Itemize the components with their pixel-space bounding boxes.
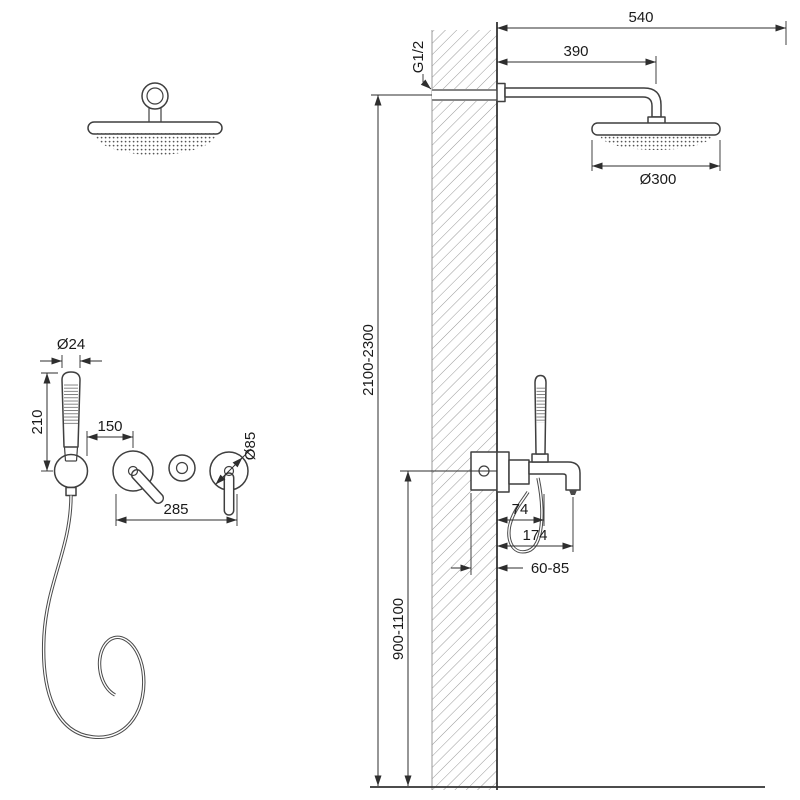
mixer-body-side: [508, 459, 530, 485]
shower-head-front: [87, 82, 223, 155]
shower-arm-side: [496, 82, 666, 125]
dim-valve-depth: 60-85: [451, 493, 569, 577]
head-diameter-label: Ø300: [640, 171, 677, 188]
dim-285: 285: [115, 494, 238, 526]
mixer-escutcheon-side: [496, 451, 510, 493]
install-height-label: 2100-2300: [360, 324, 377, 396]
valve-lever-left: [131, 469, 164, 504]
dim-540: 540: [497, 9, 787, 45]
hand-shower-side: [534, 374, 547, 455]
handshower-grip-front: [64, 384, 78, 426]
wall-section: [431, 22, 498, 790]
dim-head-diameter: Ø300: [591, 140, 721, 188]
hose-front: [41, 495, 146, 739]
diverter-knob: [175, 461, 189, 475]
head-spray-face-front: [94, 133, 216, 155]
diverter-escutcheon: [168, 454, 196, 482]
hose-front-outer: [41, 495, 146, 739]
dim-390-label: 390: [563, 43, 588, 60]
dim-85-line: [215, 457, 243, 485]
valve-left-hub: [127, 465, 139, 477]
dim-install-height: 2100-2300: [360, 94, 432, 786]
dim-150-label: 150: [97, 418, 122, 435]
handshower-diameter-label: Ø24: [57, 336, 85, 353]
handshower-length-label: 210: [29, 409, 46, 434]
hose-nut-front: [65, 486, 77, 497]
wand-in-holder-right: [75, 446, 79, 462]
dim-handshower-length: 210: [29, 372, 58, 472]
dim-174: 174: [497, 497, 574, 552]
dim-150: 150: [86, 418, 134, 456]
handshower-holder-ring: [53, 453, 89, 489]
wand-in-holder-left: [63, 446, 67, 462]
spout-side: [528, 461, 581, 491]
dim-85-ext: [242, 448, 252, 458]
handshower-socket-side: [531, 453, 549, 463]
arm-flange-front: [141, 82, 169, 110]
dim-74: 74: [497, 494, 545, 526]
thread-leader: [420, 74, 432, 90]
dim-handshower-diameter: Ø24: [40, 336, 102, 368]
hose-front-inner: [42, 495, 145, 738]
wall-hatch: [432, 30, 497, 790]
arm-flange-front-inner: [146, 87, 164, 105]
shower-head-side: [591, 122, 721, 150]
escutcheon-diameter-label: Ø85: [242, 432, 259, 460]
dim-escutcheon-diameter: Ø85: [215, 432, 259, 485]
spout-aerator: [569, 490, 577, 495]
mixer-height-label: 900-1100: [390, 598, 407, 660]
arm-wall-flange: [496, 82, 506, 103]
supply-pipe-body: [432, 89, 497, 101]
dim-285-label: 285: [163, 501, 188, 518]
dim-mixer-height: 900-1100: [390, 470, 497, 786]
arm-tube: [504, 87, 662, 118]
valve-lever-right: [223, 472, 235, 516]
head-spray-face-side: [600, 135, 712, 150]
head-disc-front: [87, 121, 223, 135]
valve-depth-label: 60-85: [531, 560, 569, 577]
handshower-grip-side: [536, 387, 545, 423]
dim-174-label: 174: [522, 527, 547, 544]
hand-shower-front: [53, 371, 89, 497]
thread-size-label: G1/2: [410, 41, 427, 74]
dim-540-label: 540: [628, 9, 653, 26]
dim-74-label: 74: [512, 501, 529, 518]
dim-390: 390: [497, 43, 657, 84]
thread-label: G1/2: [410, 41, 432, 90]
mixer-side: [470, 451, 581, 495]
supply-pipe: [432, 89, 497, 101]
head-disc-side: [591, 122, 721, 136]
